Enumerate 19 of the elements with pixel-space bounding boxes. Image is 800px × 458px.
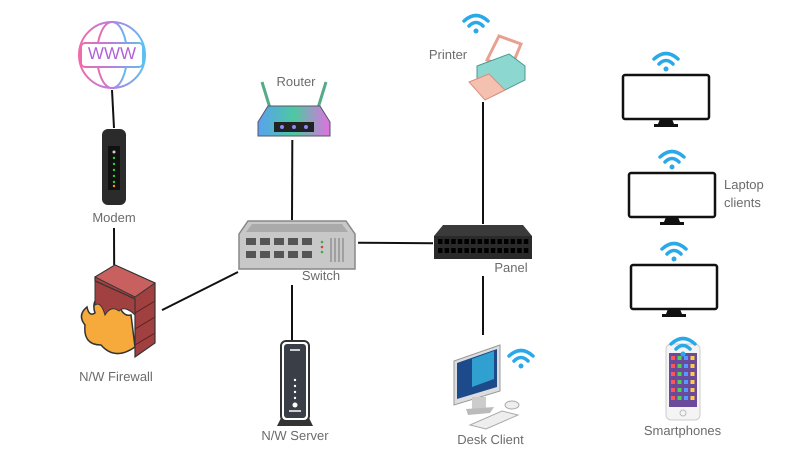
device-label: N/W Firewall: [78, 369, 154, 385]
device-label: Switch: [300, 268, 342, 284]
icon-text: WWW: [86, 44, 138, 64]
device-label: Router: [275, 74, 317, 90]
group-label: Laptop clients: [724, 176, 765, 212]
network-link: [111, 90, 115, 128]
network-link: [162, 271, 238, 312]
device-label: Desk Client: [456, 432, 525, 448]
device-label: Smartphones: [642, 423, 722, 439]
network-link: [113, 228, 116, 265]
network-link: [291, 285, 293, 340]
device-label: Printer: [428, 47, 468, 63]
device-label: Panel: [493, 260, 529, 276]
network-link: [482, 276, 484, 335]
device-label: Modem: [91, 210, 137, 226]
network-link: [291, 140, 294, 220]
network-link: [358, 242, 433, 244]
device-label: N/W Server: [260, 428, 330, 444]
network-link: [482, 102, 484, 224]
